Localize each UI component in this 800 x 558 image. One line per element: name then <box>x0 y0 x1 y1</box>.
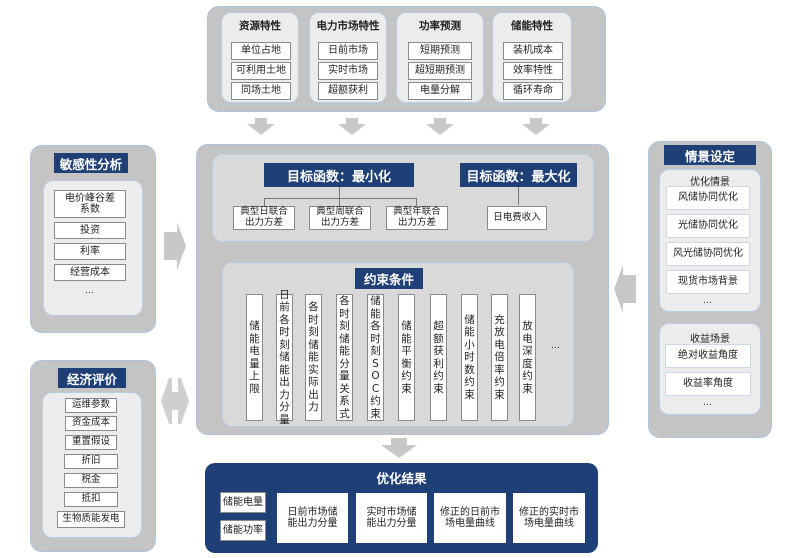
sensitivity-item: 电价峰谷差系数 <box>54 190 126 218</box>
result-item: 修正的实时市场电量曲线 <box>513 493 585 543</box>
power-forecast-card: 功率预测 短期预测 超短期预测 电量分解 <box>396 12 484 103</box>
economic-item: 折旧 <box>64 454 118 469</box>
storage-characteristics-title: 储能特性 <box>511 20 553 32</box>
economic-item: 资金成本 <box>65 416 117 431</box>
power-market-item: 实时市场 <box>318 62 378 80</box>
constraint-item: 充放电倍率约束 <box>491 294 508 421</box>
sensitivity-item: 利率 <box>54 243 126 260</box>
objective-minimize-title: 目标函数：最小化 <box>264 163 414 187</box>
sensitivity-more: … <box>85 286 95 296</box>
revenue-scenario-title: 收益场景 <box>690 334 730 345</box>
power-market-characteristics-title: 电力市场特性 <box>316 20 380 32</box>
economic-item: 生物质能发电 <box>57 511 125 528</box>
connector-line <box>339 198 340 206</box>
arrow-left-icon <box>614 265 636 313</box>
connector-line <box>264 198 265 206</box>
sensitivity-item: 投资 <box>54 222 126 239</box>
objective-min-item: 典型日联合出力方差 <box>233 206 295 230</box>
constraint-item: 储能小时数约束 <box>461 294 478 421</box>
objective-min-item: 典型年联合出力方差 <box>386 206 448 230</box>
resource-characteristics-title: 资源特性 <box>239 20 281 32</box>
constraint-item: 超额获利约束 <box>430 294 447 421</box>
storage-item: 装机成本 <box>503 42 563 60</box>
constraint-item: 储能平衡约束 <box>398 294 415 421</box>
result-small-item: 储能电量 <box>220 492 266 513</box>
connector-line <box>416 198 417 206</box>
constraints-list: 储能电量上限日前各时刻储能出力分量各时刻储能实际出力各时刻储能分量关系式储能各时… <box>246 289 546 426</box>
arrow-right-icon <box>164 222 186 270</box>
constraint-item: 各时刻储能实际出力 <box>305 294 322 421</box>
objective-maximize-title: 目标函数：最大化 <box>460 163 577 187</box>
connector-line <box>264 198 416 199</box>
constraint-item: 日前各时刻储能出力分量 <box>276 289 293 426</box>
storage-item: 效率特性 <box>503 62 563 80</box>
result-small-item: 储能功率 <box>220 520 266 541</box>
storage-item: 循环寿命 <box>503 82 563 100</box>
arrow-down-icon <box>381 438 417 458</box>
result-item: 修正的日前市场电量曲线 <box>434 493 506 543</box>
power-market-item: 日前市场 <box>318 42 378 60</box>
revenue-scenario-item: 收益率角度 <box>665 372 751 396</box>
connector-line <box>518 187 519 205</box>
scenario-settings-title: 情景设定 <box>664 145 756 165</box>
constraint-item: 各时刻储能分量关系式 <box>336 294 353 421</box>
result-item: 日前市场储能出力分量 <box>277 493 348 543</box>
storage-characteristics-card: 储能特性 装机成本 效率特性 循环寿命 <box>492 12 572 103</box>
forecast-item: 电量分解 <box>408 82 472 100</box>
sensitivity-item: 经营成本 <box>54 264 126 281</box>
optimization-scenario-item: 风光储协同优化 <box>666 242 750 266</box>
economic-item: 税金 <box>64 473 118 488</box>
optimization-scenario-item: 光储协同优化 <box>666 214 750 238</box>
optimization-scenario-title: 优化情景 <box>690 177 730 188</box>
arrow-down-icon <box>426 118 454 135</box>
constraint-item: 储能各时刻SOC约束 <box>367 294 384 421</box>
forecast-item: 超短期预测 <box>408 62 472 80</box>
resource-item: 单位占地 <box>231 42 291 60</box>
arrow-down-icon <box>522 118 550 135</box>
economic-evaluation-title: 经济评价 <box>58 368 126 388</box>
connector-line <box>339 187 340 198</box>
optimization-results-title: 优化结果 <box>376 471 427 486</box>
constraint-item: 放电深度约束 <box>519 294 536 421</box>
economic-item: 重置假设 <box>65 435 117 450</box>
revenue-scenario-card <box>659 323 761 415</box>
constraints-more: … <box>551 341 561 351</box>
objective-max-item: 日电费收入 <box>487 206 547 230</box>
arrow-down-icon <box>247 118 275 135</box>
forecast-item: 短期预测 <box>408 42 472 60</box>
power-forecast-title: 功率预测 <box>419 20 461 32</box>
power-market-item: 超额获利 <box>318 82 378 100</box>
revenue-scenario-more: … <box>703 398 713 408</box>
constraints-title: 约束条件 <box>355 268 423 289</box>
power-market-characteristics-card: 电力市场特性 日前市场 实时市场 超额获利 <box>309 12 387 103</box>
constraint-item: 储能电量上限 <box>246 294 263 421</box>
sensitivity-analysis-title: 敏感性分析 <box>54 153 128 173</box>
optimization-scenario-item: 现货市场背景 <box>666 270 750 294</box>
resource-item: 同场土地 <box>231 82 291 100</box>
result-item: 实时市场储能出力分量 <box>356 493 427 543</box>
arrow-down-icon <box>338 118 366 135</box>
optimization-scenario-item: 风储协同优化 <box>666 186 750 210</box>
double-arrow-icon <box>161 378 189 424</box>
objective-min-item: 典型周联合出力方差 <box>309 206 371 230</box>
economic-item: 抵扣 <box>64 492 118 507</box>
resource-item: 可利用土地 <box>231 62 291 80</box>
revenue-scenario-item: 绝对收益角度 <box>665 344 751 368</box>
economic-item: 运维参数 <box>65 398 117 413</box>
optimization-scenario-more: … <box>703 296 713 306</box>
resource-characteristics-card: 资源特性 单位占地 可利用土地 同场土地 <box>221 12 299 103</box>
